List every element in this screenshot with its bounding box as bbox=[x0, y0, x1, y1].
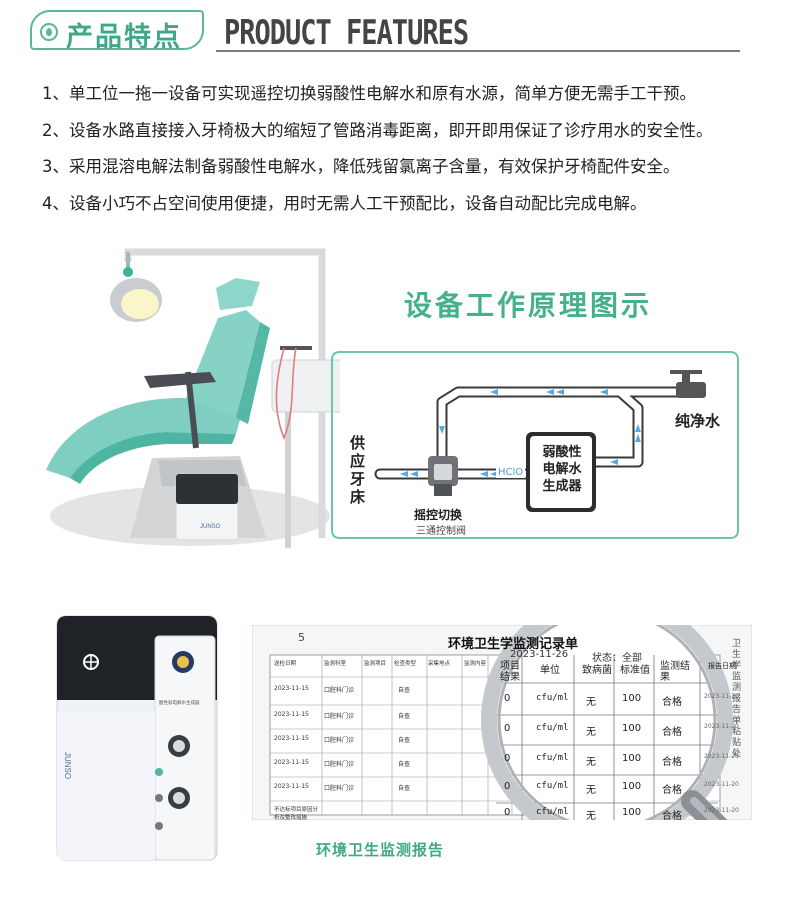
table-cell: 0 bbox=[504, 807, 511, 818]
table-cell: cfu/ml bbox=[536, 753, 569, 763]
table-cell: 0 bbox=[504, 753, 511, 764]
monitoring-report: 5 环境卫生学监测记录单 2023-11-26 状态：全部 卫生学监测报告单粘贴… bbox=[252, 625, 752, 822]
table-cell: 2023-11-15 bbox=[274, 735, 309, 742]
report-side-text: 卫生学监测报告单粘贴处 bbox=[732, 639, 742, 759]
table-cell: 100 bbox=[622, 781, 642, 792]
table-cell: 2023-11-15 bbox=[274, 783, 309, 790]
feature-item: 2、设备水路直接接入牙椅极大的缩短了管路消毒距离，即开即用保证了诊疗用水的安全性… bbox=[42, 120, 713, 140]
header-underline bbox=[216, 50, 740, 52]
table-cell: 100 bbox=[622, 693, 642, 704]
pure-water-label: 纯净水 bbox=[675, 412, 721, 430]
device-photo: JUNSO 酸性弱电解水生成器 bbox=[56, 615, 218, 861]
table-header-cell: 监测项目 bbox=[364, 661, 387, 667]
table-cell: 合格 bbox=[662, 757, 682, 768]
table-cell: 0 bbox=[504, 781, 511, 792]
header-badge: 产品特点 bbox=[30, 10, 204, 53]
table-header-cell: 致病菌 bbox=[582, 665, 612, 676]
pipe-schematic bbox=[331, 351, 739, 539]
report-page-number: 5 bbox=[298, 631, 305, 644]
table-header-cell: 监测科室 bbox=[324, 661, 347, 667]
table-cell: 无 bbox=[586, 811, 596, 822]
supply-label-char: 床 bbox=[350, 488, 366, 506]
feature-item: 3、采用混溶电解法制备弱酸性电解水，降低残留氯离子含量，有效保护牙椅配件安全。 bbox=[42, 157, 680, 176]
table-cell: cfu/ml bbox=[536, 693, 569, 703]
table-cell: 口腔科门诊 bbox=[324, 713, 355, 720]
generator-label: 弱酸性 电解水 生成器 bbox=[537, 444, 587, 495]
report-paper bbox=[252, 625, 752, 820]
supply-label-char: 应 bbox=[350, 452, 366, 470]
table-cell: 无 bbox=[586, 785, 596, 796]
table-cell: 2023-11-15 bbox=[274, 685, 309, 692]
table-cell: 2023-11-20 bbox=[704, 781, 739, 788]
table-cell: 口腔科门诊 bbox=[324, 785, 355, 792]
table-header-cell: 项目结果 bbox=[500, 661, 520, 683]
report-status: 状态：全部 bbox=[592, 653, 642, 664]
table-header-cell: 标准值 bbox=[620, 665, 650, 676]
table-cell: 2023-11-15 bbox=[274, 711, 309, 718]
dental-chair-illustration: JUNSO bbox=[46, 248, 340, 548]
table-cell: 100 bbox=[622, 807, 642, 818]
table-cell: cfu/ml bbox=[536, 807, 569, 817]
table-cell: 口腔科门诊 bbox=[324, 687, 355, 694]
flow-label: HClO bbox=[496, 467, 526, 478]
feature-item: 1、单工位一拖一设备可实现遥控切换弱酸性电解水和原有水源，简单方便无需手工干预。 bbox=[42, 84, 696, 103]
table-header-cell: 报告日期 bbox=[708, 662, 736, 670]
table-header-cell: 监测内容 bbox=[464, 661, 487, 667]
valve-sublabel: 三通控制阀 bbox=[416, 526, 466, 537]
table-cell: 0 bbox=[504, 693, 511, 704]
table-cell: 2023-11-20 bbox=[704, 807, 739, 814]
table-header-cell: 监测结果 bbox=[660, 661, 690, 683]
working-principle-diagram: 供 应 牙 床 纯净水 弱酸性 电解水 生成器 HClO 摇控切换 三通控制阀 bbox=[330, 350, 740, 540]
supply-label-char: 供 bbox=[350, 434, 366, 452]
valve-label: 摇控切换 bbox=[414, 508, 463, 522]
table-cell: 100 bbox=[622, 753, 642, 764]
header-title-cn: 产品特点 bbox=[66, 22, 182, 53]
water-drop-icon bbox=[40, 23, 58, 41]
table-cell: 自查 bbox=[398, 737, 411, 744]
table-cell: cfu/ml bbox=[536, 781, 569, 791]
table-cell: 自查 bbox=[398, 687, 411, 694]
generator-label-line: 生成器 bbox=[542, 479, 582, 494]
table-cell: 自查 bbox=[398, 713, 411, 720]
svg-text:JUNSO: JUNSO bbox=[200, 524, 221, 530]
header-title-en: PRODUCT FEATURES bbox=[224, 14, 469, 53]
report-date: 2023-11-26 bbox=[510, 649, 569, 660]
table-cell: 0 bbox=[504, 723, 511, 734]
section-header: 产品特点 PRODUCT FEATURES bbox=[30, 10, 740, 56]
table-cell: 2023-11-20 bbox=[704, 753, 739, 760]
generator-label-line: 电解水 bbox=[542, 462, 582, 477]
table-cell: 无 bbox=[586, 757, 596, 768]
table-cell: 合格 bbox=[662, 785, 682, 796]
table-cell: 自查 bbox=[398, 785, 411, 792]
generator-label-line: 弱酸性 bbox=[542, 445, 582, 460]
table-cell: 合格 bbox=[662, 727, 682, 738]
table-cell: 合格 bbox=[662, 697, 682, 708]
report-footer-note: 不达标项目原因分析及整改措施 bbox=[274, 807, 319, 821]
table-cell: 自查 bbox=[398, 761, 411, 768]
table-cell: 无 bbox=[586, 727, 596, 738]
report-caption: 环境卫生监测报告 bbox=[316, 841, 445, 859]
diagram-title: 设备工作原理图示 bbox=[404, 289, 653, 322]
supply-label-char: 牙 bbox=[350, 470, 366, 488]
table-header-cell: 单位 bbox=[540, 665, 560, 676]
table-cell: 口腔科门诊 bbox=[324, 737, 355, 744]
table-cell: 无 bbox=[586, 697, 596, 708]
table-header-cell: 送检日期 bbox=[274, 661, 297, 667]
table-cell: 2023-11-15 bbox=[274, 759, 309, 766]
device-brand-text: JUNSO bbox=[63, 752, 72, 779]
table-cell: 100 bbox=[622, 723, 642, 734]
supply-label: 供 应 牙 床 bbox=[350, 434, 368, 506]
table-header-cell: 检查类型 bbox=[394, 661, 417, 667]
feature-item: 4、设备小巧不占空间使用便捷，用时无需人工干预配比，设备自动配比完成电解。 bbox=[42, 193, 647, 213]
table-cell: 2023-11-20 bbox=[704, 723, 739, 730]
table-cell: cfu/ml bbox=[536, 723, 569, 733]
report-title: 环境卫生学监测记录单 bbox=[448, 637, 579, 652]
device-panel-text: 酸性弱电解水生成器 bbox=[159, 699, 200, 706]
table-header-cell: 采集地点 bbox=[428, 661, 451, 667]
table-cell: 口腔科门诊 bbox=[324, 761, 355, 768]
table-cell: 合格 bbox=[662, 811, 682, 822]
table-cell: 2023-11-20 bbox=[704, 693, 739, 700]
feature-list: 1、单工位一拖一设备可实现遥控切换弱酸性电解水和原有水源，简单方便无需手工干预。… bbox=[42, 76, 782, 222]
